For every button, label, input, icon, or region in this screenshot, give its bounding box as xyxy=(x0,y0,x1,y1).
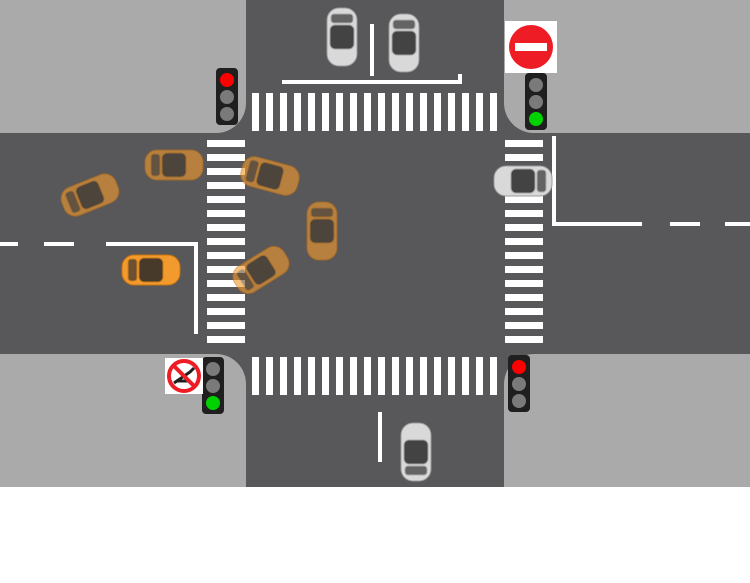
traffic-light-top-right xyxy=(525,73,547,130)
no-entry-sign-icon xyxy=(505,21,557,73)
silver-car-south xyxy=(400,422,432,482)
traffic-light-bottom-right xyxy=(508,355,530,412)
no-u-turn-sign-icon xyxy=(165,358,203,394)
vertical-road xyxy=(246,0,504,487)
silver-car-east xyxy=(493,165,553,197)
orange-car-ghost-4 xyxy=(306,201,338,261)
crosswalk-west xyxy=(207,140,245,343)
crosswalk-south xyxy=(252,357,497,395)
silver-car-north-right xyxy=(388,13,420,73)
curb-corner xyxy=(216,354,246,384)
curb-corner xyxy=(504,103,534,133)
silver-car-north-left xyxy=(326,7,358,67)
orange-car-ghost-2 xyxy=(144,149,204,181)
traffic-light-bottom-left xyxy=(202,357,224,414)
curb-corner xyxy=(216,103,246,133)
crosswalk-north xyxy=(252,93,497,131)
orange-car-current xyxy=(121,254,181,286)
traffic-light-top-left xyxy=(216,68,238,125)
lane-markings xyxy=(0,24,750,462)
